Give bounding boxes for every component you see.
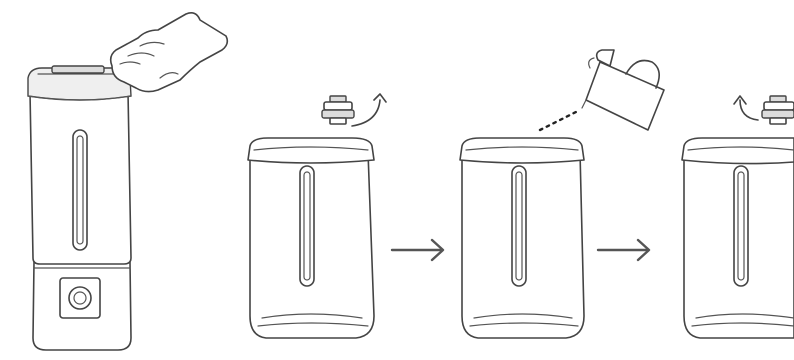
water-pour-stream	[540, 110, 580, 130]
humidifier-full-unit	[28, 66, 131, 350]
cap-icon	[762, 96, 794, 124]
tank-step-2	[248, 138, 374, 338]
hand-icon	[111, 13, 228, 92]
power-button-icon	[60, 278, 100, 318]
rotate-arrow-icon	[352, 100, 380, 126]
tank-step-4	[682, 138, 794, 338]
next-arrow-icon	[598, 240, 649, 260]
tank-step-3	[460, 138, 584, 338]
rotate-arrow-icon	[740, 100, 758, 120]
water-level-window	[73, 130, 87, 250]
water-pitcher-icon	[582, 50, 664, 130]
cap-icon	[322, 96, 354, 124]
next-arrow-icon	[392, 240, 443, 260]
